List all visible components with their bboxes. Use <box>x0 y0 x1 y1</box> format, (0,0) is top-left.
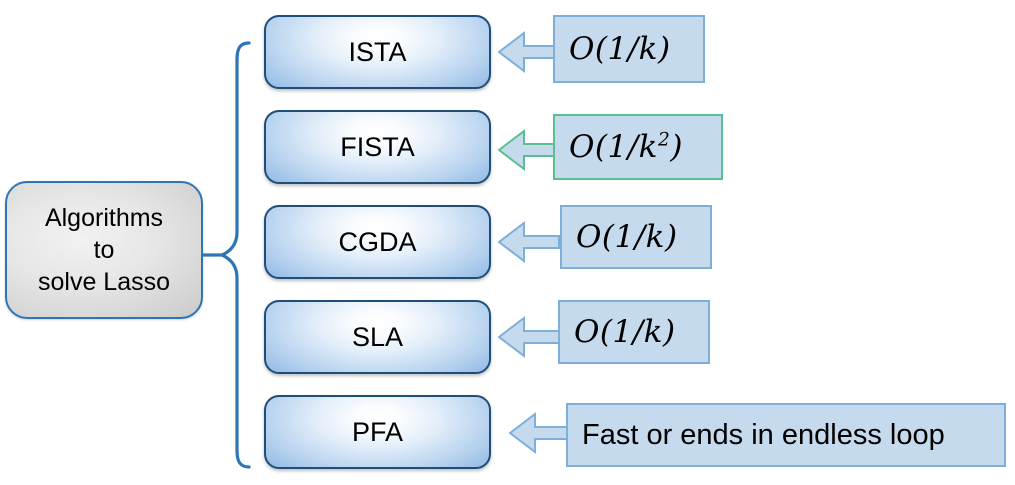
left-block-arrow-icon <box>497 128 560 172</box>
algo-box-ista[interactable]: ISTA <box>264 15 491 89</box>
root-node-line-3: solve Lasso <box>37 268 171 296</box>
arrow-sla <box>497 313 560 366</box>
rate-box-cgda[interactable]: O(1/k) <box>560 205 712 269</box>
algo-box-label: FISTA <box>340 131 415 162</box>
arrow-ista <box>497 28 560 81</box>
algo-box-sla[interactable]: SLA <box>264 300 491 374</box>
algo-box-pfa[interactable]: PFA <box>264 395 491 469</box>
arrow-fista <box>497 126 560 179</box>
rate-value-cgda: O(1/k) <box>576 219 678 255</box>
rate-value-pfa: Fast or ends in endless loop <box>582 418 945 451</box>
left-block-arrow-icon <box>497 315 560 359</box>
root-node-text: Algorithms to solve Lasso <box>38 202 170 298</box>
curly-brace-connector <box>201 40 267 470</box>
algo-box-label: ISTA <box>348 36 407 67</box>
arrow-pfa <box>508 409 571 462</box>
curly-brace-icon <box>201 41 251 469</box>
left-block-arrow-icon <box>508 411 571 455</box>
algo-box-label: SLA <box>351 321 404 352</box>
rate-value-ista: O(1/k) <box>569 31 671 67</box>
rate-box-pfa[interactable]: Fast or ends in endless loop <box>566 403 1006 467</box>
algo-box-label: CGDA <box>338 226 417 257</box>
rate-value-sla: O(1/k) <box>574 314 676 350</box>
left-block-arrow-icon <box>497 220 560 264</box>
root-node-line-2: to <box>93 236 115 264</box>
rate-box-sla[interactable]: O(1/k) <box>558 300 710 364</box>
root-node-algorithms-to-solve-lasso[interactable]: Algorithms to solve Lasso <box>5 181 203 319</box>
algo-box-fista[interactable]: FISTA <box>264 110 491 184</box>
algo-box-cgda[interactable]: CGDA <box>264 205 491 279</box>
left-block-arrow-icon <box>497 30 560 74</box>
rate-box-ista[interactable]: O(1/k) <box>553 15 705 83</box>
algo-box-label: PFA <box>351 416 404 447</box>
rate-box-fista[interactable]: O(1/k2) <box>553 114 723 180</box>
root-node-line-1: Algorithms <box>44 204 164 232</box>
rate-value-fista: O(1/k2) <box>569 129 683 165</box>
arrow-cgda <box>497 218 560 271</box>
